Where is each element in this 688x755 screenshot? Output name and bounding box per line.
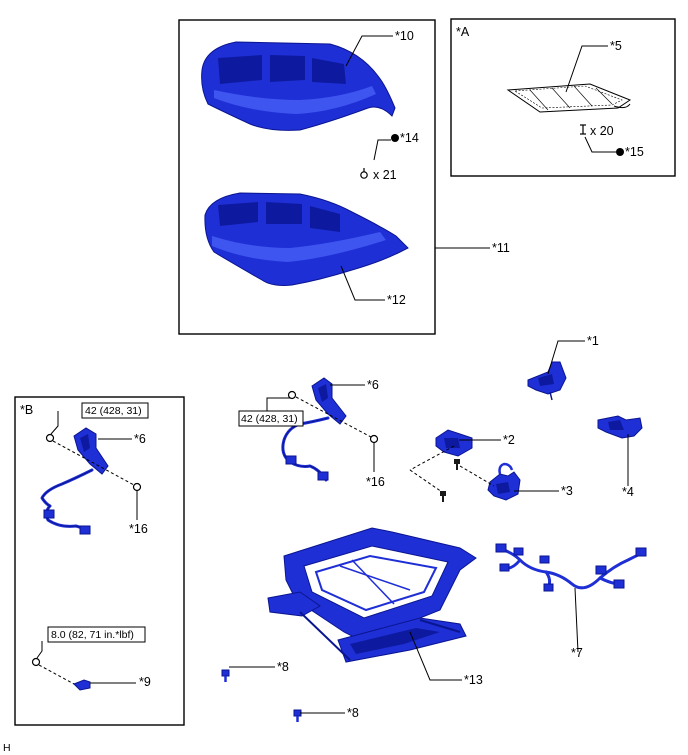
- bullet-dot-15: [616, 148, 624, 156]
- clip-14-icon: [360, 168, 368, 179]
- part-4-bracket: [597, 415, 643, 439]
- callout-15: *15: [625, 145, 644, 159]
- nut-16-icon: [369, 434, 379, 444]
- callout-1: *1: [587, 334, 599, 348]
- seat-cushion-inset-frame: [178, 19, 436, 335]
- torque-box-main: [238, 410, 304, 427]
- callout-a: *A: [456, 25, 470, 39]
- callout-16-b: *16: [129, 522, 148, 536]
- callout-4: *4: [622, 485, 634, 499]
- callout-6-main: *6: [367, 378, 379, 392]
- bolt-8-icon: [221, 669, 230, 682]
- screw-icon: [454, 459, 460, 470]
- callout-14: *14: [400, 131, 419, 145]
- nut-icon: [45, 433, 55, 443]
- callout-13: *13: [464, 673, 483, 687]
- callout-10: *10: [395, 29, 414, 43]
- part-2-cover: [435, 429, 473, 457]
- callout-7: *7: [571, 646, 583, 660]
- seat-heater-part: [506, 83, 632, 113]
- callout-8-b: *8: [347, 706, 359, 720]
- nut-icon: [31, 657, 41, 667]
- seat-cushion-cover-part: [201, 41, 396, 131]
- part-9-bolt: [73, 679, 91, 691]
- callout-b: *B: [20, 403, 33, 417]
- screw-icon: [440, 491, 446, 502]
- torque-box-b9: [47, 626, 146, 643]
- part-13-seat-frame: [267, 527, 477, 663]
- bullet-dot-14: [391, 134, 399, 142]
- quantity-14: x 21: [373, 168, 397, 182]
- callout-3: *3: [561, 484, 573, 498]
- callout-8-a: *8: [277, 660, 289, 674]
- callout-9: *9: [139, 675, 151, 689]
- callout-6-b: *6: [134, 432, 146, 446]
- detail-a-frame: [450, 18, 676, 177]
- quantity-15: x 20: [590, 124, 614, 138]
- part-6-detail-b-airbag-module: [40, 427, 109, 535]
- torque-box-b6: [81, 402, 149, 419]
- footer-code: H: [3, 742, 11, 754]
- torque-spec-b9: 8.0 (82, 71 in.*lbf): [51, 629, 134, 641]
- bolt-8-icon: [293, 709, 302, 722]
- seat-cushion-pad-part: [204, 192, 409, 286]
- torque-spec-main: 42 (428, 31): [241, 413, 298, 425]
- clip-15-icon: [580, 124, 586, 135]
- callout-12: *12: [387, 293, 406, 307]
- nut-16-icon: [132, 482, 142, 492]
- callout-5: *5: [610, 39, 622, 53]
- part-1-bracket: [527, 361, 567, 401]
- callout-2: *2: [503, 433, 515, 447]
- part-3-bracket: [487, 462, 521, 501]
- torque-spec-b6: 42 (428, 31): [85, 405, 142, 417]
- detail-b-frame: [14, 396, 185, 726]
- callout-16-main: *16: [366, 475, 385, 489]
- nut-icon: [287, 390, 297, 400]
- callout-11: *11: [492, 241, 510, 255]
- part-7-wire-harness: [495, 543, 647, 592]
